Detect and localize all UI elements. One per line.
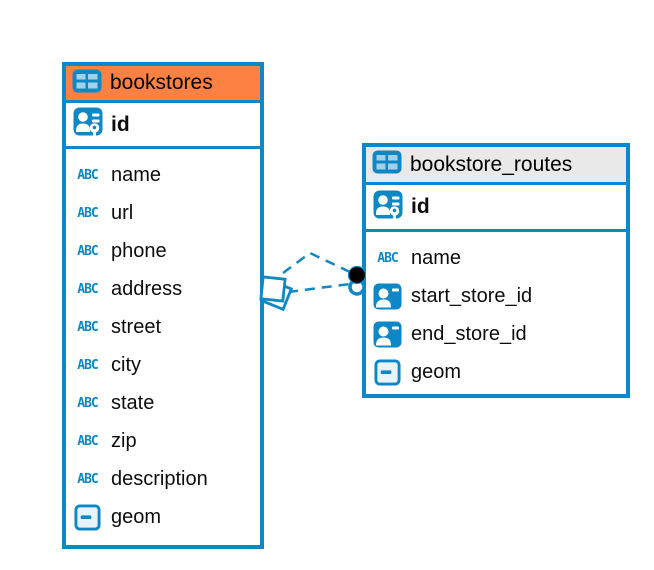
primary-key-label: id [111, 112, 130, 136]
table-icon [372, 150, 402, 179]
column-list: ABC name start_store_id [366, 232, 626, 391]
column-label: geom [111, 505, 162, 528]
column-row[interactable]: ABC zip [66, 422, 260, 460]
text-type-icon: ABC [77, 357, 99, 373]
text-type-icon: ABC [77, 471, 99, 487]
column-row[interactable]: ABC name [66, 156, 260, 194]
column-label: phone [111, 239, 167, 262]
column-label: street [111, 315, 162, 338]
column-list: ABC name ABC url ABC phone ABC address A… [66, 149, 260, 536]
text-type-icon: ABC [77, 281, 99, 297]
geometry-type-icon [371, 358, 404, 386]
column-row[interactable]: geom [366, 353, 626, 391]
table-title: bookstores [110, 71, 213, 94]
column-label: url [111, 201, 134, 224]
text-type-icon: ABC [77, 205, 99, 221]
column-row-primary-key[interactable]: id [366, 185, 626, 232]
relationship-line[interactable] [282, 251, 353, 275]
column-row[interactable]: ABC description [66, 460, 260, 498]
table-bookstore-routes[interactable]: bookstore_routes id ABC [362, 143, 630, 398]
text-type-icon: ABC [77, 395, 99, 411]
reference-key-icon [371, 283, 404, 310]
geometry-type-icon [71, 503, 104, 531]
table-icon [72, 69, 102, 98]
text-type-icon: ABC [377, 250, 399, 266]
column-label: zip [111, 429, 137, 452]
primary-key-icon [71, 107, 104, 142]
column-row[interactable]: end_store_id [366, 315, 626, 353]
column-label: geom [411, 360, 462, 383]
column-label: end_store_id [411, 322, 527, 345]
column-label: description [111, 467, 208, 490]
column-label: address [111, 277, 183, 300]
primary-key-icon [371, 190, 404, 225]
table-title: bookstore_routes [410, 152, 573, 176]
primary-key-label: id [411, 195, 430, 218]
column-row-primary-key[interactable]: id [66, 103, 260, 149]
column-row[interactable]: start_store_id [366, 277, 626, 315]
column-row[interactable]: ABC phone [66, 232, 260, 270]
column-row[interactable]: ABC url [66, 194, 260, 232]
table-bookstores-header[interactable]: bookstores [66, 66, 260, 103]
column-row[interactable]: ABC street [66, 308, 260, 346]
text-type-icon: ABC [77, 243, 99, 259]
column-label: name [411, 246, 462, 269]
column-label: name [111, 163, 162, 186]
column-row[interactable]: ABC address [66, 270, 260, 308]
text-type-icon: ABC [77, 319, 99, 335]
stacked-squares-marker[interactable] [259, 275, 294, 312]
column-label: start_store_id [411, 284, 533, 307]
relationship-line[interactable] [287, 282, 351, 294]
text-type-icon: ABC [77, 433, 99, 449]
column-row[interactable]: geom [66, 498, 260, 536]
column-row[interactable]: ABC state [66, 384, 260, 422]
column-label: city [111, 353, 141, 376]
table-bookstore-routes-header[interactable]: bookstore_routes [366, 147, 626, 185]
column-row[interactable]: ABC name [366, 239, 626, 277]
column-label: state [111, 391, 155, 414]
reference-key-icon [371, 321, 404, 348]
column-row[interactable]: ABC city [66, 346, 260, 384]
text-type-icon: ABC [77, 167, 99, 183]
table-bookstores[interactable]: bookstores id ABC [62, 62, 264, 549]
